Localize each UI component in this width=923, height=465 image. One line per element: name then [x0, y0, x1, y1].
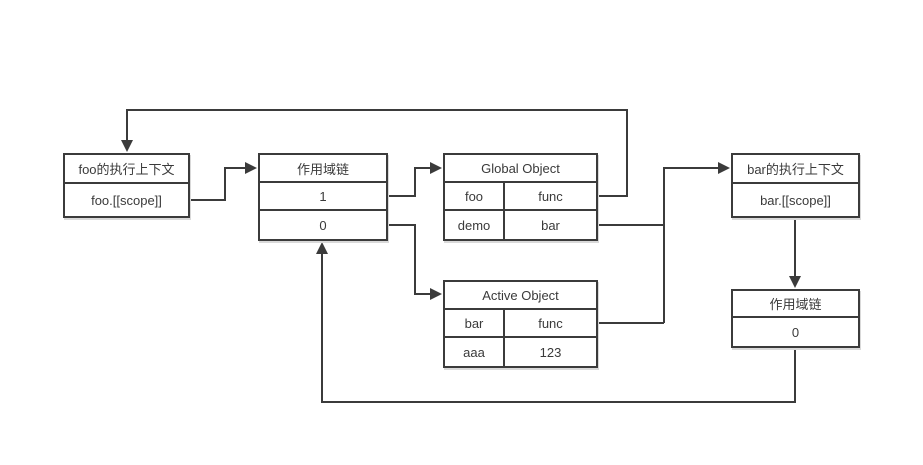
bar-execution-context-box: bar的执行上下文 bar.[[scope]] — [731, 153, 860, 218]
global-object-row-foo: foo func — [445, 183, 596, 211]
active-object-row-bar: bar func — [445, 310, 596, 338]
arrow-junction-to-bar-context — [663, 162, 730, 323]
active-object-box: Active Object bar func aaa 123 — [443, 280, 598, 368]
global-object-row-demo-value: bar — [541, 217, 560, 233]
foo-scope-chain-box: 作用域链 1 0 — [258, 153, 388, 241]
global-object-title: Global Object — [445, 155, 596, 183]
arrow-chain1-to-global-object — [388, 162, 442, 197]
foo-scope-chain-title: 作用域链 — [260, 155, 386, 183]
arrow-chain0-to-active-object — [388, 224, 442, 300]
active-object-row-bar-value: func — [538, 315, 563, 331]
global-object-row-foo-key: foo — [445, 183, 505, 209]
active-object-row-aaa-key: aaa — [445, 338, 505, 366]
active-object-row-bar-key: bar — [445, 310, 505, 336]
bar-execution-context-title: bar的执行上下文 — [733, 155, 858, 184]
bar-scope-chain-title: 作用域链 — [733, 291, 858, 318]
bar-scope-chain-item-0: 0 — [791, 324, 800, 340]
global-object-box: Global Object foo func demo bar — [443, 153, 598, 241]
foo-execution-context-title: foo的执行上下文 — [65, 155, 188, 184]
foo-execution-context-box: foo的执行上下文 foo.[[scope]] — [63, 153, 190, 218]
bar-scope-ref: bar.[[scope]] — [760, 192, 831, 208]
active-object-title: Active Object — [445, 282, 596, 310]
global-object-row-demo-key: demo — [445, 211, 505, 239]
foo-scope-chain-item-1: 1 — [260, 183, 386, 211]
global-object-row-foo-value: func — [538, 188, 563, 204]
foo-scope-chain-item-0: 0 — [319, 217, 327, 233]
foo-scope-ref: foo.[[scope]] — [91, 192, 162, 208]
global-object-row-demo: demo bar — [445, 211, 596, 239]
bar-scope-chain-box: 作用域链 0 — [731, 289, 860, 348]
arrow-foo-scope-to-scope-chain — [190, 162, 257, 201]
active-object-row-aaa: aaa 123 — [445, 338, 596, 366]
active-object-row-aaa-value: 123 — [539, 344, 562, 360]
